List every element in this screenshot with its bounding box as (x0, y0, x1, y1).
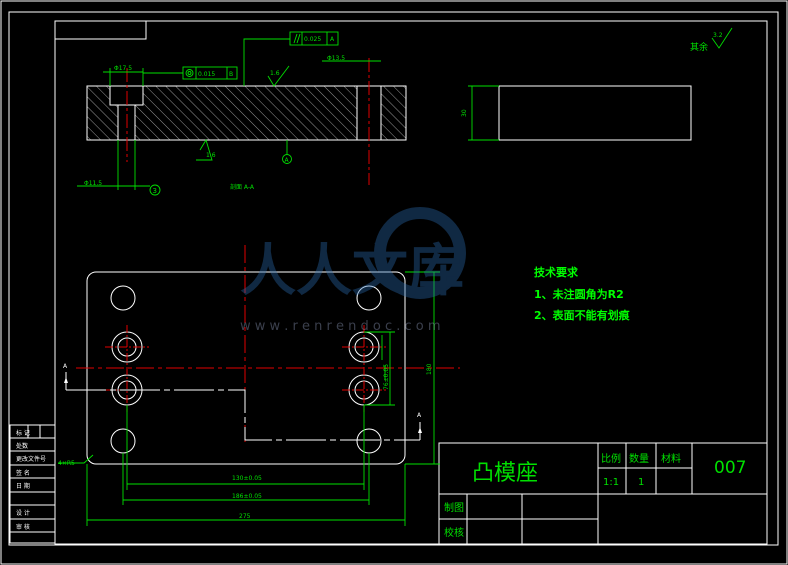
rev-row-4: 签 名 (16, 469, 30, 477)
flatness-tolerance-value: 0.025 (304, 36, 321, 43)
rest-label: 其余 (690, 41, 708, 53)
roughness-rest: 其余 3.2 (690, 27, 733, 53)
drawn-label: 制图 (444, 501, 464, 514)
watermark: 人人文库 w w w . r e n r e n d o c . c o m (240, 207, 466, 334)
dim-hole-left: Φ17.5 (114, 65, 132, 72)
hole-bottom-left (110, 428, 136, 454)
rev-row-1: 标 记 (16, 429, 30, 437)
roughness-symbol-top (267, 65, 290, 87)
side-view: 30 (461, 85, 692, 141)
notes-item-2: 2、表面不能有划痕 (534, 308, 631, 322)
dim-width-mid: 186±0.05 (232, 493, 262, 500)
dim-height-total: 180 (426, 363, 433, 375)
scale-label: 比例 (601, 452, 621, 465)
section-marker-left: A (63, 363, 68, 370)
hole-top-right (356, 285, 382, 311)
inner-frame (8, 11, 779, 546)
watermark-logo-ring (374, 207, 466, 299)
notes-heading: 技术要求 (534, 265, 579, 279)
corner-box (55, 21, 147, 40)
section-view: Φ17.5 0.015 B 0.025 A 1.6 Φ13.5 1.6 A (77, 31, 407, 196)
top-view: A A 4×R5 130±0.05 186±0.05 275 76±0.05 1… (58, 245, 460, 526)
material-label: 材料 (661, 452, 681, 465)
scale-value: 1:1 (603, 477, 619, 488)
flatness-tolerance-frame (289, 31, 339, 46)
hole-top-left (110, 285, 136, 311)
title-block: 凸模座 比例 1:1 数量 1 材料 007 制图 校核 (438, 442, 768, 545)
rev-row-8: 审 核 (16, 523, 30, 531)
balloon-3-label: 3 (153, 187, 157, 195)
drawing-border (54, 20, 768, 545)
balloon-3 (149, 184, 161, 196)
section-marker-right: A (417, 412, 422, 419)
rev-row-2: 处数 (16, 442, 28, 450)
rev-row-3: 更改文件号 (16, 455, 46, 463)
technical-notes: 技术要求 1、未注圆角为R2 2、表面不能有划痕 (534, 265, 631, 322)
dim-width-total: 275 (239, 513, 251, 520)
rev-row-7: 设 计 (16, 509, 30, 517)
qty-value: 1 (638, 477, 644, 488)
position-tolerance-value: 0.015 (198, 71, 215, 78)
dim-corner-radius: 4×R5 (58, 460, 75, 467)
dim-width-inner: 130±0.05 (232, 475, 262, 482)
revision-table: 标 记 处数 更改文件号 签 名 日 期 设 计 审 核 (9, 424, 56, 544)
side-view-outline (498, 85, 692, 141)
section-cut-line (66, 389, 420, 441)
qty-label: 数量 (629, 452, 649, 465)
roughness-bottom-value: 1.6 (206, 152, 216, 159)
datum-a-marker (282, 154, 292, 164)
notes-item-1: 1、未注圆角为R2 (534, 287, 624, 301)
dim-hole-right: Φ13.5 (327, 55, 345, 62)
checked-label: 校核 (444, 526, 464, 539)
roughness-symbol-bottom (196, 138, 213, 161)
roughness-top-value: 1.6 (270, 70, 280, 77)
hole-bottom-right (356, 428, 382, 454)
watermark-url: w w w . r e n r e n d o c . c o m (240, 319, 441, 334)
watermark-text: 人人文库 (240, 239, 464, 304)
position-tolerance-datum: B (229, 71, 233, 78)
section-label: 剖面 A-A (230, 183, 255, 191)
part-title: 凸模座 (472, 461, 538, 486)
dim-height-inner: 76±0.05 (383, 364, 390, 390)
flatness-tolerance-datum: A (330, 36, 335, 43)
drawing-number: 007 (714, 458, 746, 478)
dim-side-height: 30 (461, 109, 468, 117)
datum-a-label: A (285, 157, 290, 164)
rest-roughness-value: 3.2 (713, 32, 723, 39)
rev-row-5: 日 期 (16, 482, 30, 490)
dim-hole-bottom: Φ11.5 (84, 180, 102, 187)
